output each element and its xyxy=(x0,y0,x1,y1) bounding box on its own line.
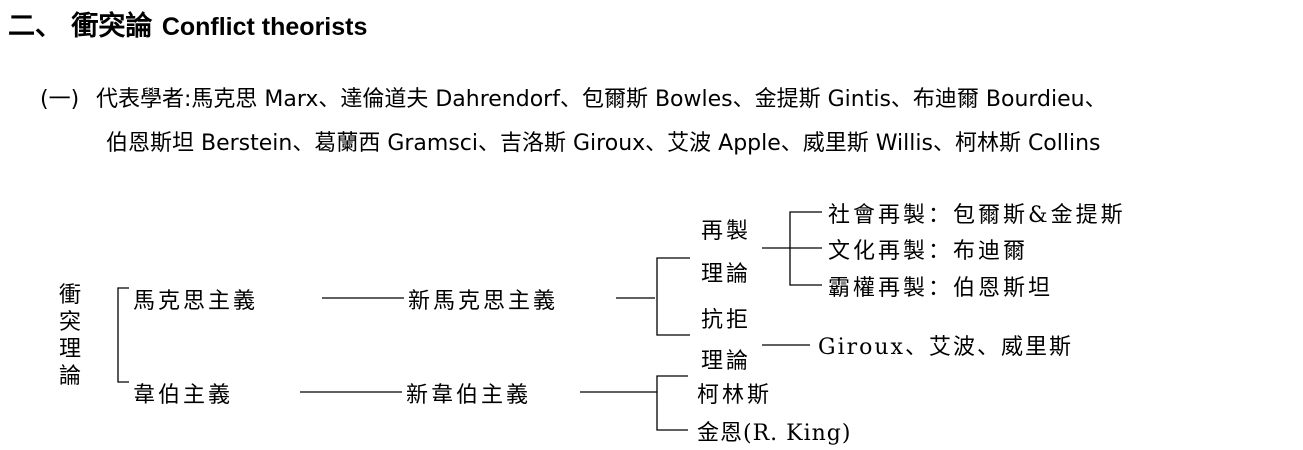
node-reproduction-1: 再製 xyxy=(701,219,752,244)
node-neo-weber: 新韋伯主義 xyxy=(406,383,532,408)
item-label: (一) xyxy=(40,87,80,112)
node-marxism: 馬克思主義 xyxy=(133,289,259,314)
root-node: 衝突理論 xyxy=(58,283,81,389)
heading-title-zh: 衝突論 xyxy=(71,11,153,42)
node-hegemony-reproduction: 霸權再製：伯恩斯坦 xyxy=(828,276,1054,301)
neomarx-bracket xyxy=(656,257,690,336)
neoweber-bracket xyxy=(656,375,688,431)
scholars-line-2: 伯恩斯坦 Berstein、葛蘭西 Gramsci、吉洛斯 Giroux、艾波 … xyxy=(106,131,1101,156)
node-neo-marxism: 新馬克思主義 xyxy=(408,289,559,314)
node-social-reproduction: 社會再製：包爾斯&金提斯 xyxy=(828,203,1126,228)
root-bracket xyxy=(117,287,129,383)
node-resistance-1: 抗拒 xyxy=(701,308,752,333)
repro-bracket xyxy=(789,211,822,286)
scholars-line-1: (一) 代表學者:馬克思 Marx、達倫道夫 Dahrendorf、包爾斯 Bow… xyxy=(40,78,1107,122)
node-resistance-scholars: Giroux、艾波、威里斯 xyxy=(818,335,1073,360)
heading-number: 二、 xyxy=(8,11,62,42)
heading-title-en: Conflict theorists xyxy=(161,13,368,41)
node-king: 金恩(R. King) xyxy=(697,421,852,446)
node-resistance-2: 理論 xyxy=(701,349,752,374)
scholars-text-1: 代表學者:馬克思 Marx、達倫道夫 Dahrendorf、包爾斯 Bowles… xyxy=(96,87,1107,112)
node-reproduction-2: 理論 xyxy=(701,262,752,287)
representative-scholars: (一) 代表學者:馬克思 Marx、達倫道夫 Dahrendorf、包爾斯 Bow… xyxy=(40,78,1107,166)
node-collins: 柯林斯 xyxy=(697,383,773,408)
node-cultural-reproduction: 文化再製：布迪爾 xyxy=(828,239,1029,264)
section-heading: 二、 衝突論 Conflict theorists xyxy=(8,4,367,43)
node-weber: 韋伯主義 xyxy=(133,383,234,408)
